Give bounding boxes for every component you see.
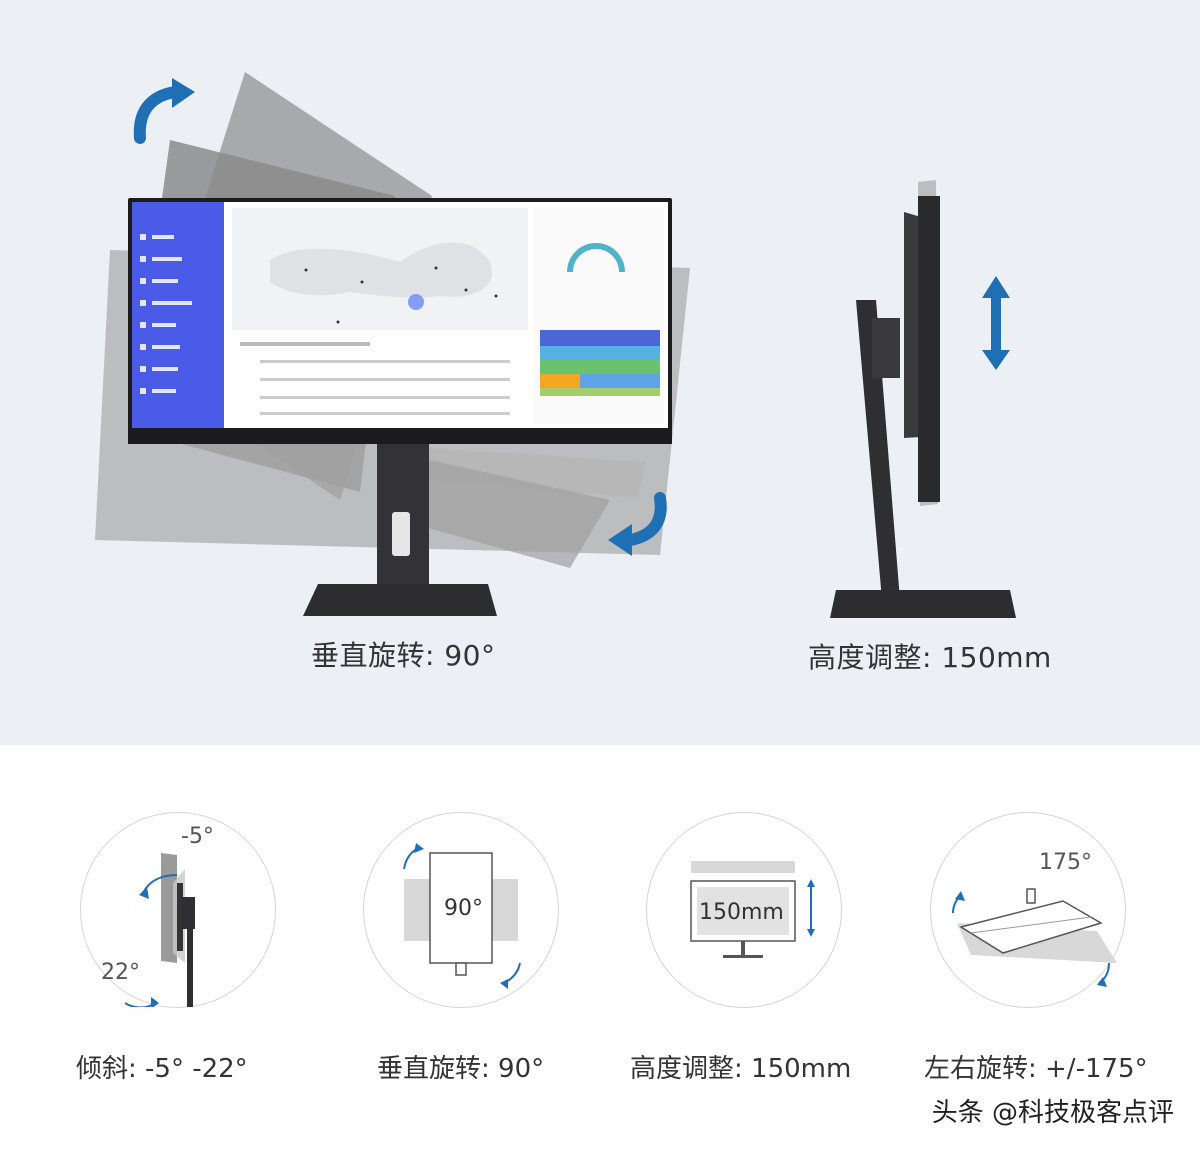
tilt-feature-icon: -5° 22°	[80, 812, 276, 1008]
height-caption-bottom: 高度调整: 150mm	[630, 1054, 852, 1084]
side-monitor	[830, 180, 1016, 618]
height-mm-label: 150mm	[699, 900, 784, 925]
tilt-neg-label: -5°	[181, 824, 214, 849]
rotate-arrow-top-icon	[133, 78, 195, 144]
height-arrow-icon	[982, 276, 1010, 370]
bottom-panel: -5° 22° 倾斜: -5° -22° 90° 垂直旋转: 90°	[0, 745, 1200, 1152]
tilt-caption: 倾斜: -5° -22°	[76, 1054, 248, 1084]
watermark-credit: 头条 @科技极客点评	[931, 1098, 1174, 1128]
front-monitor	[128, 198, 672, 444]
swivel-feature-icon: 175°	[930, 812, 1126, 1008]
pivot-angle-label: 90°	[444, 896, 483, 921]
swivel-caption: 左右旋转: +/-175°	[924, 1054, 1148, 1084]
top-panel: 垂直旋转: 90° 高度调整: 150mm	[0, 0, 1200, 745]
pivot-feature-icon: 90°	[363, 812, 559, 1008]
pivot-caption: 垂直旋转: 90°	[311, 639, 496, 672]
swivel-angle-label: 175°	[1039, 850, 1092, 875]
pivot-caption-bottom: 垂直旋转: 90°	[377, 1054, 545, 1084]
tilt-pos-label: 22°	[101, 960, 140, 985]
monitor-illustrations	[95, 72, 1016, 618]
front-monitor-stand	[303, 440, 497, 616]
rotate-arrow-bottom-icon	[608, 492, 667, 556]
height-caption: 高度调整: 150mm	[808, 641, 1052, 674]
height-feature-icon: 150mm	[646, 812, 842, 1008]
